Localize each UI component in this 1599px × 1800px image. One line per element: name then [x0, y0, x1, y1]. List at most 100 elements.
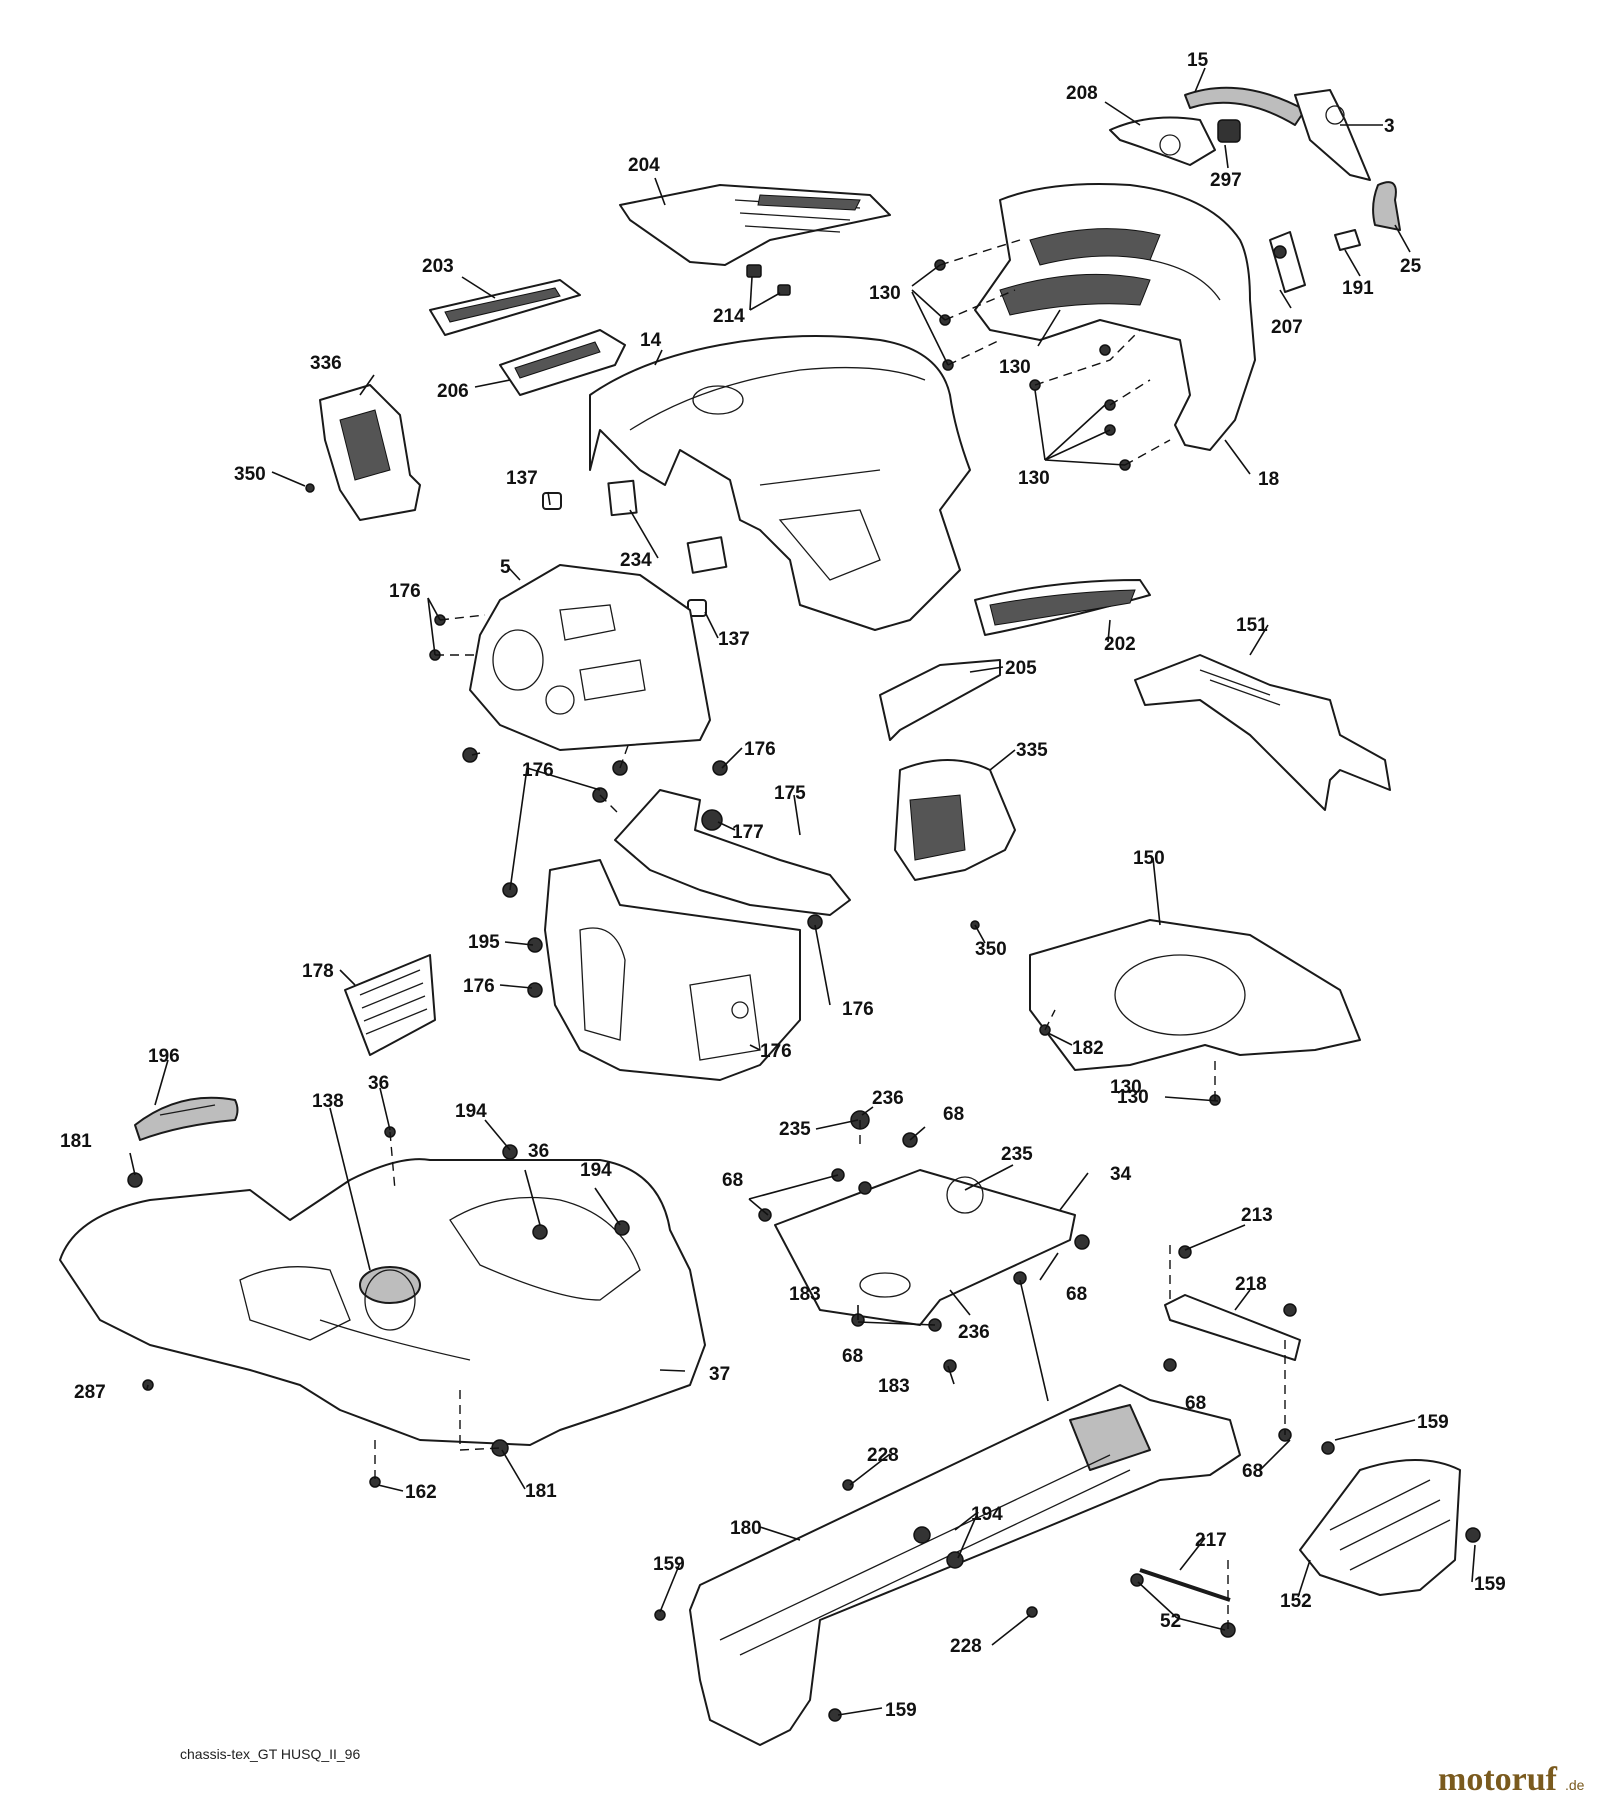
callout-label: 183 [878, 1376, 910, 1397]
callout-label: 14 [640, 330, 662, 351]
callout-label: 176 [744, 739, 776, 760]
callout-label: 152 [1280, 1591, 1312, 1612]
callout-label: 235 [779, 1119, 811, 1140]
callout-label: 236 [958, 1322, 990, 1343]
assembly-guides [374, 239, 1286, 1630]
callout-label: 68 [722, 1170, 743, 1191]
part-208-cover [1109, 116, 1216, 166]
part-218-strap [1164, 1294, 1301, 1361]
part-137-clip-a [542, 492, 562, 510]
callout-label: 137 [506, 468, 538, 489]
part-152-shield [1299, 1459, 1461, 1596]
callout-label: 335 [1016, 740, 1048, 761]
callout-label: 162 [405, 1482, 437, 1503]
callout-label: 68 [943, 1104, 964, 1125]
callout-label: 213 [1241, 1205, 1273, 1226]
part-191-clip [1334, 229, 1361, 251]
callout-label: 130 [1018, 468, 1050, 489]
callout-label: 68 [842, 1346, 863, 1367]
part-204-hood-cover [619, 184, 891, 266]
callout-label: 150 [1133, 848, 1165, 869]
part-297-knob [1217, 119, 1241, 143]
callout-label: 151 [1236, 615, 1268, 636]
callout-label: 350 [975, 939, 1007, 960]
part-206-vent [499, 329, 626, 396]
callout-label: 214 [713, 306, 745, 327]
callout-label: 194 [580, 1160, 612, 1181]
callout-label: 15 [1187, 50, 1209, 71]
callout-label: 68 [1066, 1284, 1087, 1305]
callout-label: 218 [1235, 1274, 1267, 1295]
callout-label: 178 [302, 961, 334, 982]
leader-lines [129, 67, 1476, 1716]
callout-label: 159 [653, 1554, 685, 1575]
callout-label: 176 [842, 999, 874, 1020]
part-196-emblem [134, 1096, 239, 1141]
callout-label: 138 [312, 1091, 344, 1112]
callout-label: 181 [60, 1131, 92, 1152]
callout-label: 297 [1210, 170, 1242, 191]
part-202-grille [974, 579, 1151, 636]
part-182-lower-dash [544, 859, 801, 1081]
callout-label: 177 [732, 822, 764, 843]
brand-name: motoruf [1438, 1761, 1558, 1798]
part-37-fender [59, 1158, 706, 1446]
part-151-bracket [1134, 654, 1391, 811]
part-5-dash-panel [469, 564, 711, 751]
part-234-decal-a [607, 479, 638, 517]
callout-label: 176 [760, 1041, 792, 1062]
callout-label: 137 [718, 629, 750, 650]
callout-label: 207 [1271, 317, 1303, 338]
callout-label: 159 [885, 1700, 917, 1721]
part-3-side-panel [1294, 89, 1371, 181]
callout-label: 130 [999, 357, 1031, 378]
callout-label: 18 [1258, 469, 1279, 490]
callout-label: 287 [74, 1382, 106, 1403]
callout-label: 205 [1005, 658, 1037, 679]
brand-tld: .de [1565, 1777, 1585, 1793]
part-175-bracket [614, 789, 851, 916]
callout-label: 183 [789, 1284, 821, 1305]
part-180-frame [689, 1384, 1241, 1746]
callout-label: 37 [709, 1364, 730, 1385]
callout-label: 180 [730, 1518, 762, 1539]
callout-label: 25 [1400, 256, 1422, 277]
callout-label: 204 [628, 155, 660, 176]
callout-label: 175 [774, 783, 806, 804]
part-18-front-nose [974, 183, 1256, 451]
callout-label: 191 [1342, 278, 1374, 299]
part-150-floor-pan [1029, 919, 1361, 1071]
diagram-code: chassis-tex_GT HUSQ_II_96 [180, 1746, 360, 1762]
callout-label: 159 [1417, 1412, 1449, 1433]
callout-label: 34 [1110, 1164, 1132, 1185]
callout-label: 195 [468, 932, 500, 953]
callout-label: 5 [500, 557, 511, 578]
callout-label: 194 [455, 1101, 487, 1122]
callout-label: 202 [1104, 634, 1136, 655]
callout-label: 52 [1160, 1611, 1181, 1632]
callout-label: 130 [1110, 1077, 1142, 1098]
callout-label: 176 [463, 976, 495, 997]
callout-label: 3 [1384, 116, 1395, 137]
callout-label: 228 [867, 1445, 899, 1466]
callout-label: 159 [1474, 1574, 1506, 1595]
callout-label: 234 [620, 550, 652, 571]
part-336-side-panel [319, 384, 421, 521]
part-203-side-vent [429, 279, 581, 336]
part-234-decal-b [686, 536, 728, 574]
callout-label: 236 [872, 1088, 904, 1109]
callout-label: 336 [310, 353, 342, 374]
callout-label: 68 [1242, 1461, 1263, 1482]
callout-label: 203 [422, 256, 454, 277]
callout-label: 182 [1072, 1038, 1104, 1059]
part-15-strip [1184, 86, 1306, 126]
callout-label: 208 [1066, 83, 1098, 104]
callout-label: 130 [869, 283, 901, 304]
part-207-switch [1269, 231, 1306, 293]
callout-label: 228 [950, 1636, 982, 1657]
callout-label: 36 [528, 1141, 549, 1162]
part-drawings [59, 86, 1481, 1746]
callout-label: 181 [525, 1481, 557, 1502]
part-25-trim [1372, 181, 1401, 231]
